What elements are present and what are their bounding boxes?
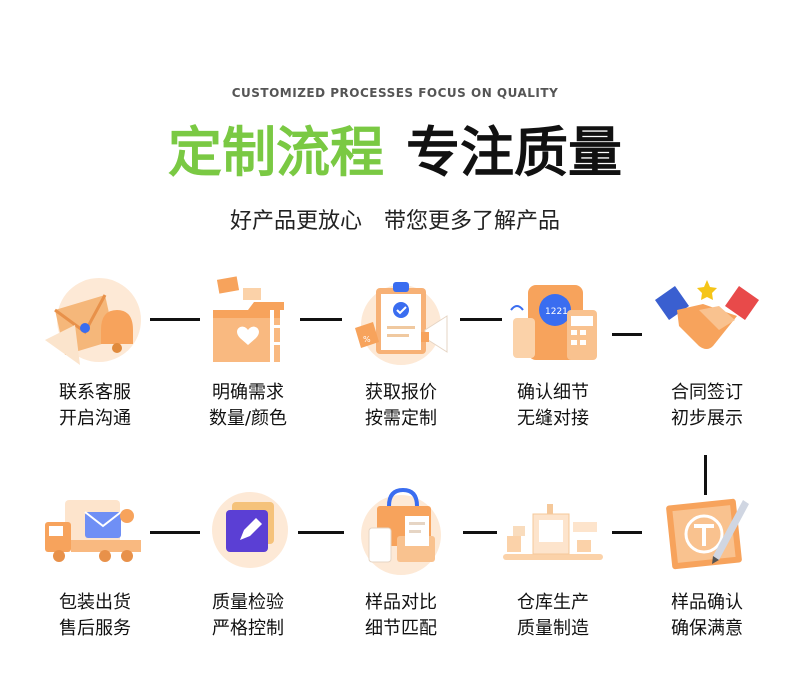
step-contact-line1: 联系客服: [59, 382, 131, 403]
connector-8-9: [463, 531, 497, 534]
step-sample-confirm-line1: 样品确认: [671, 592, 743, 613]
svg-text:1221: 1221: [545, 307, 568, 317]
step-details-line1: 确认细节: [517, 382, 589, 403]
step-inspection-line2: 严格控制: [212, 618, 284, 639]
step-shipping-line1: 包装出货: [59, 592, 131, 613]
step-requirements: 明确需求 数量/颜色: [183, 270, 313, 432]
title-green: 定制流程: [168, 121, 384, 184]
delivery-truck-icon: [45, 500, 141, 562]
folder-heart-icon: [213, 276, 284, 362]
connector-5-10: [704, 455, 707, 495]
handshake-icon: [655, 280, 759, 349]
step-sample-compare-line1: 样品对比: [365, 592, 437, 613]
step-contact-line2: 开启沟通: [59, 408, 131, 429]
step-quote-line1: 获取报价: [365, 382, 437, 403]
svg-text:%: %: [363, 335, 371, 344]
subtitle-en: CUSTOMIZED PROCESSES FOCUS ON QUALITY: [231, 86, 559, 100]
connector-9-10: [612, 531, 642, 534]
page-title: 定制流程专注质量: [0, 118, 790, 188]
step-inspection-line1: 质量检验: [212, 592, 284, 613]
payment-terminal-icon: 1221: [510, 285, 597, 360]
title-black: 专注质量: [406, 121, 622, 184]
step-details-line2: 无缝对接: [517, 408, 589, 429]
connector-6-7: [150, 531, 200, 534]
tagline: 好产品更放心带您更多了解产品: [0, 203, 790, 235]
step-shipping: 包装出货 售后服务: [30, 480, 160, 642]
step-production: 仓库生产 质量制造: [488, 480, 618, 642]
step-sample-compare: 样品对比 细节匹配: [336, 480, 466, 642]
step-contract-line1: 合同签订: [671, 382, 743, 403]
step-inspection: 质量检验 严格控制: [183, 480, 313, 642]
connector-7-8: [298, 531, 344, 534]
tagline-right: 带您更多了解产品: [384, 209, 561, 234]
step-quote: % 获取报价 按需定制: [336, 270, 466, 432]
step-requirements-line2: 数量/颜色: [208, 408, 288, 429]
step-details: 1221 确认细节 无缝对接: [488, 270, 618, 432]
connector-1-2: [150, 318, 200, 321]
step-contract: 合同签订 初步展示: [642, 270, 772, 432]
step-requirements-line1: 明确需求: [212, 382, 284, 403]
connector-4-5: [612, 333, 642, 336]
step-production-line2: 质量制造: [517, 618, 589, 639]
step-contact: 联系客服 开启沟通: [30, 270, 160, 432]
step-shipping-line2: 售后服务: [59, 618, 131, 639]
step-production-line1: 仓库生产: [517, 592, 589, 613]
blueprint-pen-icon: [666, 498, 749, 570]
step-quote-line2: 按需定制: [365, 408, 437, 429]
step-sample-confirm: 样品确认 确保满意: [642, 480, 772, 642]
clipboard-megaphone-icon: %: [355, 282, 448, 365]
connector-3-4: [460, 318, 502, 321]
connector-2-3: [300, 318, 342, 321]
factory-conveyor-icon: [503, 504, 603, 560]
step-sample-compare-line2: 细节匹配: [365, 618, 437, 639]
tagline-left: 好产品更放心: [229, 209, 362, 234]
mail-bell-icon: [45, 278, 141, 365]
shopping-bag-icon: [361, 487, 441, 575]
edit-square-icon: [212, 492, 288, 568]
step-sample-confirm-line2: 确保满意: [671, 618, 743, 639]
step-contract-line2: 初步展示: [671, 408, 743, 429]
